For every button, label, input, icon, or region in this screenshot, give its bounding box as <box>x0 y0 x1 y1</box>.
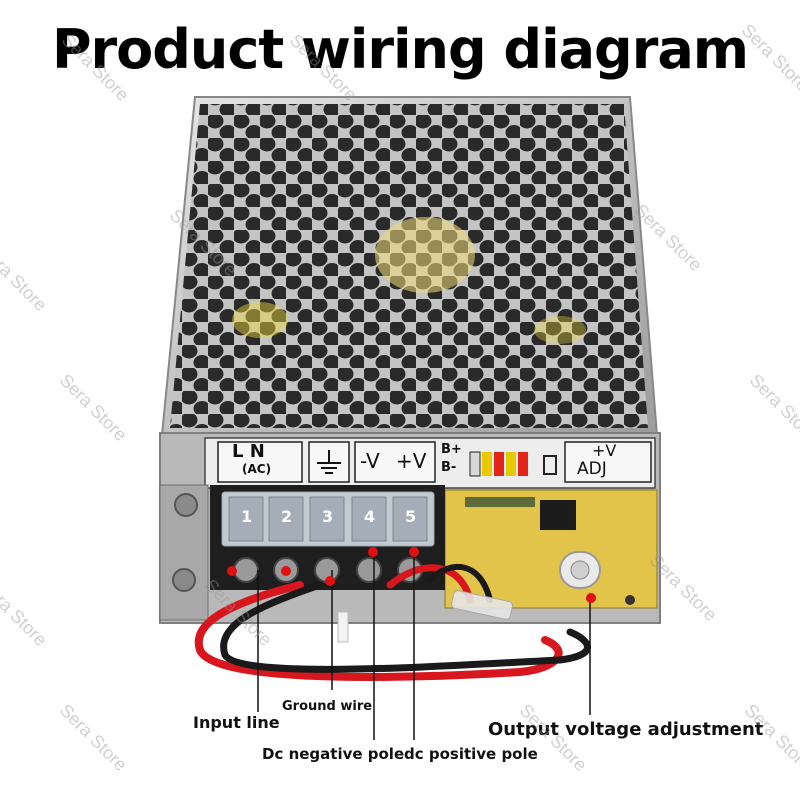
terminal-cell <box>351 496 387 542</box>
label-adj-top: +V <box>592 441 617 460</box>
wire-bundle <box>194 563 591 681</box>
label-ln: L N <box>232 441 265 462</box>
red-marker-dot <box>368 547 378 557</box>
terminal-cell <box>228 496 264 542</box>
label-dc-positive: dc positive pole <box>404 745 538 763</box>
red-marker-dot <box>586 593 596 603</box>
label-input-line: Input line <box>193 713 280 732</box>
terminal-number: 3 <box>322 507 334 526</box>
page-title: Product wiring diagram <box>51 18 749 81</box>
label-output-adjust: Output voltage adjustment <box>488 719 764 740</box>
terminal-cell <box>268 496 304 542</box>
terminal-screw <box>233 557 259 583</box>
terminal-number: 1 <box>241 507 253 526</box>
red-marker-dot <box>409 547 419 557</box>
callout-lines <box>257 555 591 740</box>
red-marker-dot <box>281 566 291 576</box>
terminal-cell <box>309 496 345 542</box>
label-b-minus: B- <box>441 460 457 475</box>
terminal-number: 5 <box>405 507 417 526</box>
label-b-plus: B+ <box>441 442 462 457</box>
terminal-screw <box>356 557 382 583</box>
label-dc-negative: Dc negative pole <box>262 745 405 763</box>
label-plus-v: +V <box>396 449 427 473</box>
label-adj-bottom: ADJ <box>577 459 607 479</box>
red-markers <box>227 547 596 603</box>
label-minus-v: -V <box>360 449 380 473</box>
red-marker-dot <box>325 576 335 586</box>
label-ground-wire: Ground wire <box>282 699 373 714</box>
red-marker-dot <box>227 566 237 576</box>
terminal-cell <box>392 496 428 542</box>
terminal-number: 2 <box>281 507 293 526</box>
label-ac: (AC) <box>242 462 272 476</box>
terminal-number: 4 <box>364 507 376 526</box>
